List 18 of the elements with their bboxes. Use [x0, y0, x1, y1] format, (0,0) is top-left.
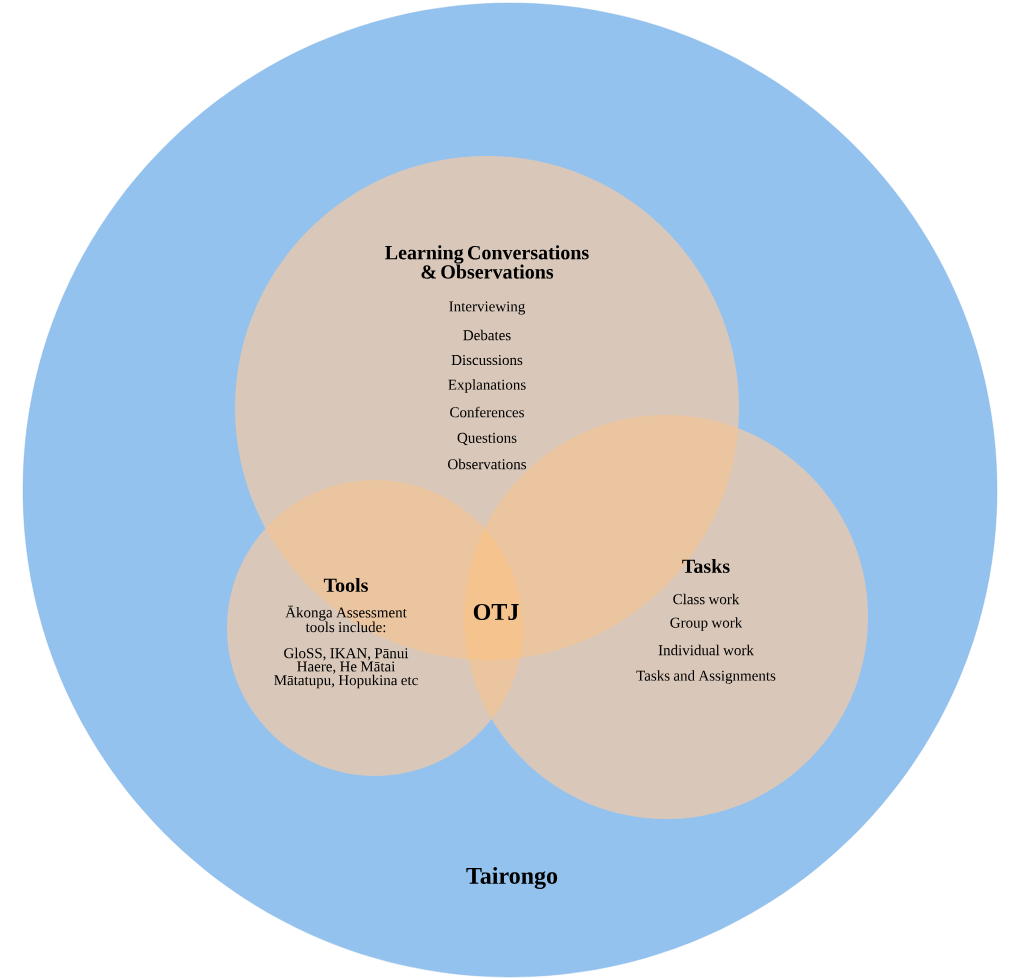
list-item: Conferences: [450, 406, 524, 418]
list-item: Class work: [673, 593, 740, 605]
list-item: Interviewing: [449, 301, 526, 315]
description-text: Ākonga Assessment tools include:: [285, 605, 407, 633]
list-item: Explanations: [448, 379, 526, 393]
list-item: Individual work: [658, 644, 754, 656]
list-item: Debates: [463, 329, 511, 341]
list-item: Group work: [670, 617, 743, 631]
circle-heading: Learning Conversations & Observations: [385, 245, 589, 279]
circle-heading: Tasks: [682, 558, 730, 574]
list-item: Questions: [457, 432, 517, 446]
list-item: Discussions: [451, 354, 523, 366]
circle-heading: Tools: [323, 577, 368, 593]
circle-heading: Tairongo: [466, 867, 558, 889]
description-text: GloSS, IKAN, Pānui Haere, He Mātai Mātatupu, Hopukina etc: [274, 647, 418, 689]
list-item: Tasks and Assignments: [636, 670, 776, 684]
center-label: OTJ: [473, 603, 519, 621]
list-item: Observations: [448, 458, 527, 470]
